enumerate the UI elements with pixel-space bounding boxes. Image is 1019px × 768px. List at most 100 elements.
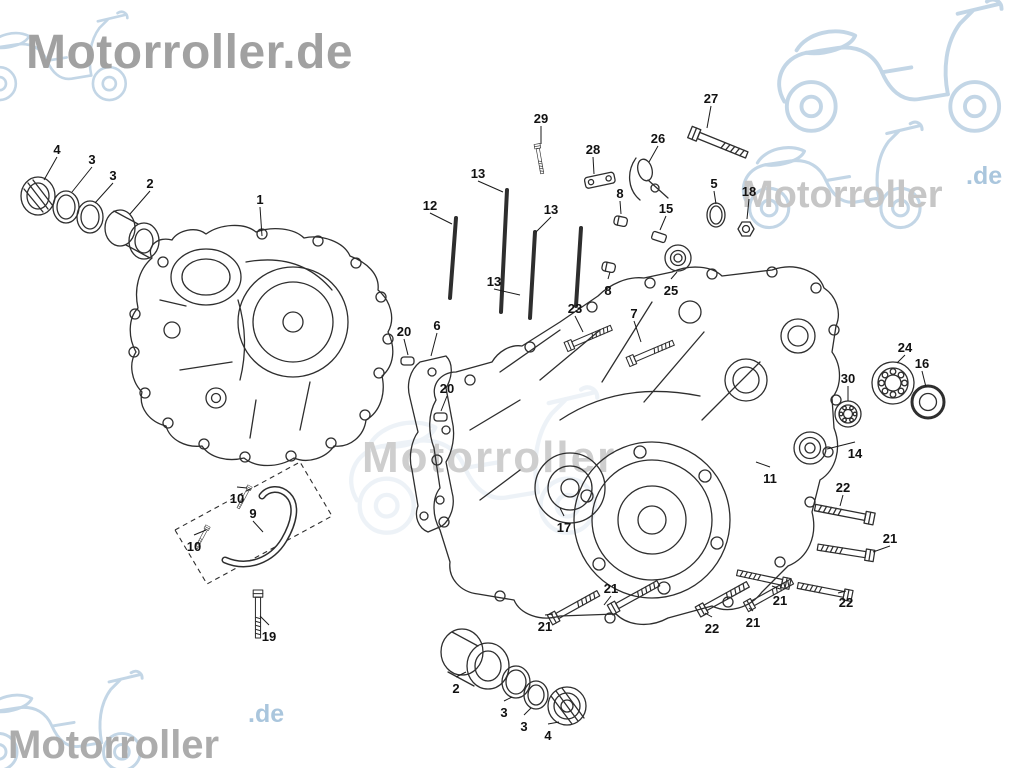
part-number-5: 5 bbox=[710, 176, 717, 191]
parts-20-dowels bbox=[400, 356, 448, 422]
part-number-20: 20 bbox=[440, 381, 454, 396]
bolt-21-drawing bbox=[816, 540, 876, 563]
callout-leader-17 bbox=[559, 507, 565, 517]
callout-leader-3 bbox=[94, 182, 114, 204]
callout-leader-25 bbox=[670, 271, 678, 280]
part-18-nut bbox=[737, 221, 755, 237]
part-number-9: 9 bbox=[249, 506, 256, 521]
part-number-2: 2 bbox=[452, 681, 459, 696]
part-number-15: 15 bbox=[659, 201, 673, 216]
brand-logo: Motorroller.de bbox=[26, 26, 353, 79]
watermark-de-right: .de bbox=[966, 162, 1002, 190]
callout-leader-6 bbox=[430, 332, 438, 357]
bolt-23-drawing bbox=[563, 322, 614, 353]
part-24-bearing bbox=[871, 361, 915, 405]
callout-leader-10 bbox=[193, 529, 207, 536]
bolt-29-drawing bbox=[533, 143, 546, 175]
part-number-19: 19 bbox=[262, 629, 276, 644]
watermark-text-bottom: Motorroller bbox=[8, 723, 219, 767]
callout-leader-14 bbox=[826, 441, 856, 450]
part-number-21: 21 bbox=[746, 615, 760, 630]
bearings-right-cluster bbox=[793, 361, 946, 465]
callout-leader-8 bbox=[619, 200, 622, 215]
part-number-25: 25 bbox=[664, 283, 678, 298]
part-1-left-crankcase bbox=[128, 224, 394, 467]
part-number-30: 30 bbox=[841, 371, 855, 386]
part-number-3: 3 bbox=[500, 705, 507, 720]
part-number-13: 13 bbox=[544, 202, 558, 217]
seal-stack-top-left bbox=[20, 176, 160, 260]
part-number-3: 3 bbox=[520, 719, 527, 734]
part-8-plug bbox=[613, 215, 629, 228]
engine-exploded-drawing bbox=[20, 125, 946, 726]
callout-leader-2 bbox=[129, 190, 151, 215]
part-number-22: 22 bbox=[705, 621, 719, 636]
callout-leader-22 bbox=[837, 590, 847, 594]
watermark-text-center: Motorroller bbox=[362, 433, 616, 482]
callout-leader-10 bbox=[236, 486, 248, 489]
callout-leader-13 bbox=[535, 216, 552, 233]
part-number-2: 2 bbox=[146, 176, 153, 191]
part-number-8: 8 bbox=[604, 283, 611, 298]
bolt-27-drawing bbox=[687, 125, 750, 162]
part-8-plug bbox=[601, 261, 617, 274]
part-7-right-crankcase bbox=[429, 266, 842, 625]
callout-leader-7 bbox=[633, 320, 642, 343]
part-number-10: 10 bbox=[230, 491, 244, 506]
callout-leader-3 bbox=[523, 707, 532, 716]
callout-leader-4 bbox=[547, 721, 560, 725]
callout-leader-21 bbox=[872, 545, 891, 553]
callout-leader-12 bbox=[429, 212, 453, 225]
part-number-7: 7 bbox=[630, 306, 637, 321]
callout-leader-21 bbox=[603, 595, 612, 606]
callout-leader-13 bbox=[477, 180, 504, 193]
callout-leader-20 bbox=[440, 395, 448, 412]
part-26-shaft bbox=[629, 157, 669, 201]
callout-leader-19 bbox=[259, 615, 270, 626]
callout-leader-23 bbox=[574, 315, 584, 333]
callout-leader-16 bbox=[921, 370, 927, 388]
part-number-21: 21 bbox=[604, 581, 618, 596]
callout-leader-3 bbox=[503, 696, 513, 702]
part-number-16: 16 bbox=[915, 356, 929, 371]
callout-leader-11 bbox=[755, 461, 771, 468]
part-number-29: 29 bbox=[534, 111, 548, 126]
callout-leader-21 bbox=[771, 585, 781, 590]
bolt-22-drawing bbox=[813, 501, 876, 526]
studs-12-13 bbox=[448, 188, 583, 320]
bolt-23-drawing bbox=[625, 337, 676, 368]
callout-leader-27 bbox=[706, 105, 712, 129]
callout-leader-1 bbox=[259, 206, 263, 237]
callout-leader-24 bbox=[896, 354, 906, 364]
part-number-21: 21 bbox=[773, 593, 787, 608]
part-16-seal bbox=[910, 384, 946, 420]
part-number-20: 20 bbox=[397, 324, 411, 339]
part-number-12: 12 bbox=[423, 198, 437, 213]
part-28-bracket bbox=[583, 171, 616, 189]
part-15-pin bbox=[650, 230, 668, 244]
callout-leader-20 bbox=[403, 338, 409, 356]
callout-leader-28 bbox=[592, 156, 595, 175]
part-30-bearing bbox=[834, 400, 862, 428]
part-number-8: 8 bbox=[616, 186, 623, 201]
part-number-18: 18 bbox=[742, 184, 756, 199]
part-number-23: 23 bbox=[568, 301, 582, 316]
watermark-text-right: Motorroller bbox=[742, 174, 943, 216]
callout-leader-8 bbox=[607, 271, 611, 280]
callout-leader-15 bbox=[659, 215, 667, 231]
callout-leader-21 bbox=[544, 613, 554, 616]
part-number-17: 17 bbox=[557, 520, 571, 535]
part-number-27: 27 bbox=[704, 91, 718, 106]
part-number-22: 22 bbox=[836, 480, 850, 495]
part-number-10: 10 bbox=[187, 539, 201, 554]
callout-leader-3 bbox=[71, 166, 93, 193]
part-number-28: 28 bbox=[586, 142, 600, 157]
part-number-24: 24 bbox=[898, 340, 913, 355]
callout-leader-2 bbox=[455, 671, 467, 678]
callout-leader-13 bbox=[493, 288, 521, 296]
hardware-top-cluster bbox=[583, 157, 755, 274]
callout-leader-22 bbox=[839, 494, 844, 507]
